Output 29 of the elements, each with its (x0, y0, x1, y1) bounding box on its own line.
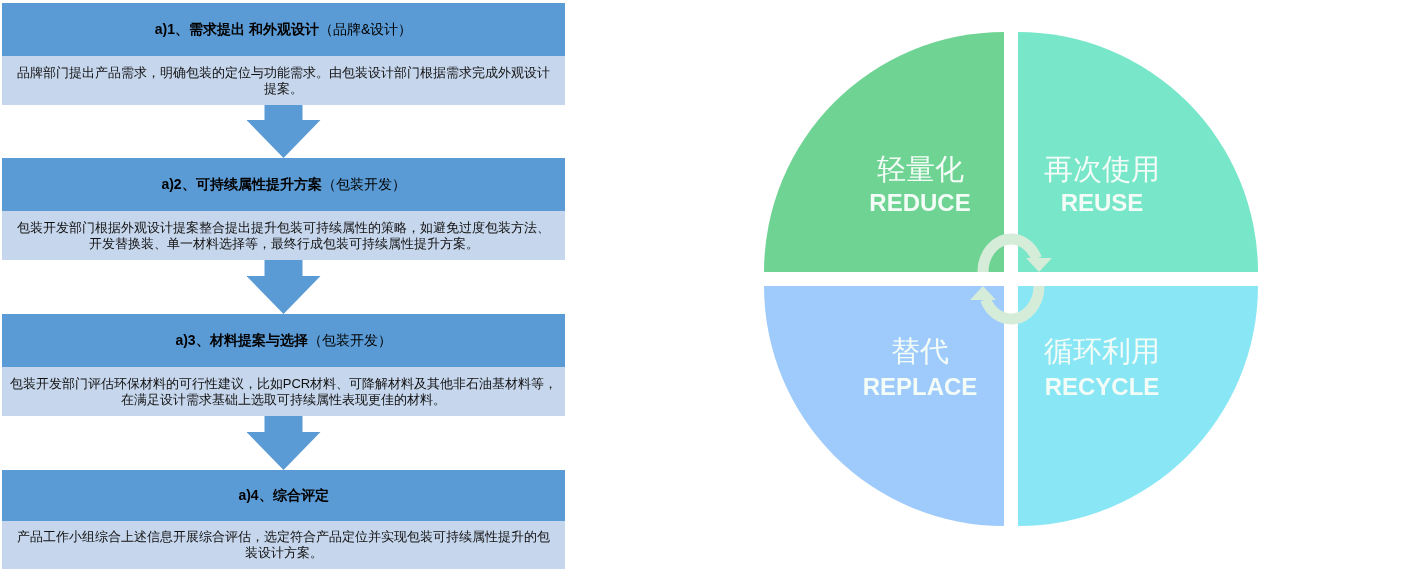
segment-keyword: REUSE (1060, 189, 1144, 217)
segment-title: 替代 (891, 336, 949, 368)
step-box (2, 470, 565, 569)
step-description: 产品工作小组综合上述信息开展综合评估，选定符合产品定位并实现包装可持续属性提升的包装设计方案。 (16, 529, 551, 561)
quarter-circle-segment (764, 286, 1004, 526)
quarter-circle-segment (764, 32, 1004, 272)
step-header: a)2、可持续属性提升方案（包装开发） (2, 158, 565, 211)
quarter-circle-segment (1018, 32, 1258, 272)
step-header: a)4、综合评定 (2, 470, 565, 521)
step-description: 包装开发部门评估环保材料的可行性建议，比如PCR材料、可降解材料及其他非石油基材料等，在满足设计需求基础上选取可持续属性表现更佳的材料。 (8, 375, 559, 408)
quarter-circle-segment (1018, 286, 1258, 526)
segment-title: 循环利用 (1044, 336, 1160, 368)
block-arrow (246, 416, 321, 470)
segment-keyword: REPLACE (862, 373, 978, 401)
segment-keyword: REDUCE (869, 189, 971, 217)
segment-keyword: RECYCLE (1044, 373, 1160, 401)
step-box (2, 158, 565, 260)
step-box (2, 314, 565, 416)
step-header: a)3、材料提案与选择（包装开发） (2, 314, 565, 367)
block-arrow (246, 260, 321, 314)
segment-title: 轻量化 (876, 154, 964, 186)
step-header: a)1、需求提出 和外观设计（品牌&设计） (2, 3, 565, 56)
step-description: 包装开发部门根据外观设计提案整合提出提升包装可持续属性的策略，如避免过度包装方法、开发替换装、单一材料选择等，最终行成包装可持续属性提升方案。 (16, 219, 551, 252)
curved-arrow (977, 233, 1052, 273)
step-description: 品牌部门提出产品需求，明确包装的定位与功能需求。由包装设计部门根据需求完成外观设计提案。 (16, 64, 551, 97)
segment-title: 再次使用 (1044, 154, 1160, 186)
curved-arrow (970, 285, 1045, 325)
block-arrow (246, 105, 321, 158)
step-box (2, 3, 565, 105)
